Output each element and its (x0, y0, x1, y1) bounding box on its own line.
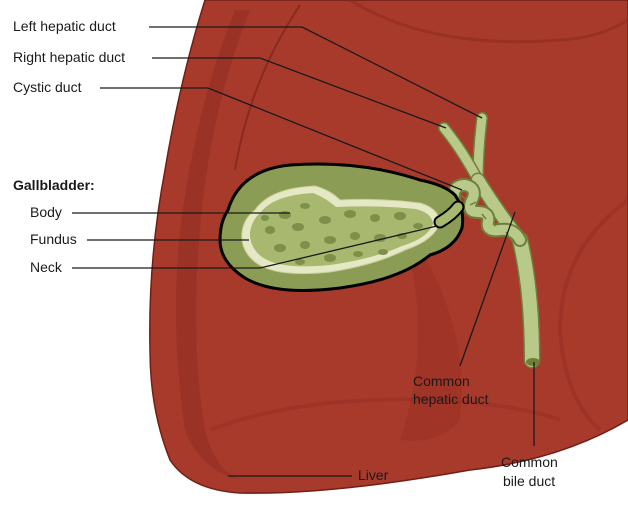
liver-lower-contour (209, 397, 561, 432)
label-liver: Liver (358, 467, 389, 483)
label-gallbladder-heading: Gallbladder: (13, 177, 95, 193)
label-common-hepatic-duct-line1: Common (413, 373, 470, 389)
gallbladder-mucosa (249, 193, 433, 267)
liver-fold-shading (176, 10, 250, 480)
leader-neck (72, 225, 438, 269)
leader-left-hepatic-duct (149, 26, 483, 119)
liver-right-contour (557, 198, 628, 432)
common-bile-duct-opening (526, 358, 540, 366)
label-neck: Neck (30, 259, 62, 275)
liver-mid-shading (400, 250, 462, 441)
label-common-hepatic-duct-line2: hepatic duct (413, 391, 489, 407)
leader-lines (72, 26, 535, 477)
liver-fold-line (234, 4, 301, 171)
liver-upper-contour (349, 0, 628, 44)
label-fundus: Fundus (30, 231, 77, 247)
leader-common-hepatic-duct (459, 211, 516, 367)
label-cystic-duct: Cystic duct (13, 79, 82, 95)
gallbladder (218, 162, 465, 292)
ducts (438, 112, 541, 369)
label-common-bile-duct-line2: bile duct (503, 473, 556, 489)
label-right-hepatic-duct: Right hepatic duct (13, 49, 126, 65)
leader-right-hepatic-duct (152, 57, 447, 129)
label-left-hepatic-duct: Left hepatic duct (13, 18, 116, 34)
label-body: Body (30, 204, 62, 220)
label-common-bile-duct-line1: Common (501, 454, 558, 470)
cystic-duct-folds (459, 194, 510, 238)
leader-cystic-duct (100, 87, 463, 191)
